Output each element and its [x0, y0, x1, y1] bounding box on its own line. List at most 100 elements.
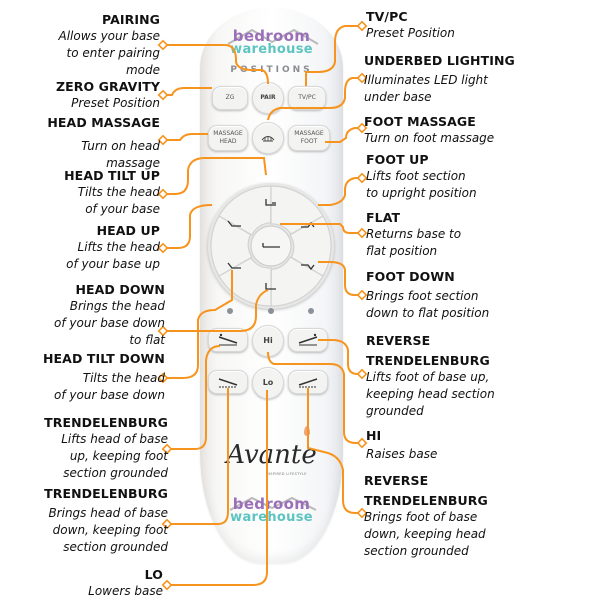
callout-desc: section grounded: [63, 540, 168, 554]
callout-desc: Returns base to: [366, 227, 462, 241]
brand-line-bedroom: bedroom: [232, 27, 311, 45]
callout-desc: of your base up: [66, 257, 160, 271]
leader-head-tilt-down: [163, 270, 233, 379]
callout-head-down: HEAD DOWN Brings the head of your base d…: [54, 281, 165, 349]
marker-zero-gravity: [157, 89, 169, 101]
callout-title: REVERSE: [364, 473, 429, 488]
callout-title: HEAD MASSAGE: [47, 115, 160, 130]
foot-down-icon: [301, 264, 315, 271]
leader-head-up: [163, 204, 213, 249]
leader-tvpc: [305, 25, 362, 86]
marker-foot-up: [356, 172, 368, 184]
brand-logo-top: bedroom warehouse: [200, 27, 343, 57]
callout-desc: Brings foot section: [366, 289, 479, 303]
callout-foot-up: FOOT UP Lifts foot section to upright po…: [366, 151, 477, 202]
callout-desc: down, keeping foot: [52, 523, 168, 537]
positions-label: POSITIONS: [230, 65, 313, 75]
marker-head-massage: [157, 134, 169, 146]
callout-desc: under base: [364, 90, 432, 104]
callout-desc: Allows your base: [58, 29, 160, 43]
callout-desc: down, keeping head: [364, 527, 486, 541]
leader-reverse-trendelenburg: [318, 339, 362, 375]
leader-underbed: [267, 77, 362, 121]
callout-head-tilt-up: HEAD TILT UP Tilts the head of your base: [64, 167, 160, 218]
remote-control: bedroom warehouse POSITIONS ZG PAIR TV/P…: [200, 8, 343, 563]
callout-title: TRENDELENBURG: [44, 415, 168, 430]
callout-desc: flat position: [366, 244, 438, 258]
callout-trendelenburg-down: TRENDELENBURG Brings head of base down, …: [44, 485, 168, 556]
callout-title: HEAD UP: [96, 223, 160, 238]
callout-title: REVERSE: [366, 333, 431, 348]
callout-desc: section grounded: [364, 544, 469, 558]
massage-head-button[interactable]: MASSAGE HEAD: [208, 125, 248, 151]
callout-desc: of your base down: [54, 388, 165, 402]
callout-title: FOOT MASSAGE: [364, 114, 476, 129]
position-dpad: [208, 183, 334, 309]
marker-pairing: [157, 39, 169, 51]
leader-zero-gravity: [163, 87, 212, 96]
callout-underbed-lighting: UNDERBED LIGHTING Illuminates LED light …: [364, 52, 515, 106]
callout-desc: of your base: [85, 202, 160, 216]
callout-trendelenburg: TRENDELENBURG Lifts head of base up, kee…: [44, 414, 168, 482]
marker-foot-massage: [356, 122, 368, 134]
callout-title: FOOT DOWN: [366, 269, 455, 284]
callout-desc: up, keeping foot: [69, 449, 168, 463]
callout-desc: Lifts foot of base up,: [366, 370, 490, 384]
marker-foot-down: [356, 289, 368, 301]
trendelenburg-icon: [218, 333, 238, 346]
callout-head-tilt-down: HEAD TILT DOWN Tilts the head of your ba…: [43, 350, 165, 404]
reverse-trendelenburg-down-icon: [298, 378, 318, 388]
marker-underbed: [356, 72, 368, 84]
callout-desc: Tilts the head: [82, 371, 165, 385]
callout-desc: Brings the head: [69, 299, 165, 313]
trendelenburg-down-icon: [218, 378, 238, 388]
marker-reverse-trendelenburg: [356, 368, 368, 380]
callout-desc: grounded: [366, 404, 424, 418]
flat-button[interactable]: [250, 225, 292, 267]
reverse-trendelenburg-icon: [298, 333, 318, 346]
callout-tvpc: TV/PC Preset Position: [366, 8, 455, 42]
marker-head-tilt-down: [157, 372, 169, 384]
callout-head-up: HEAD UP Lifts the head of your base up: [66, 222, 160, 273]
callout-desc: Lowers base: [88, 584, 163, 598]
callout-title: FOOT UP: [366, 152, 429, 167]
callout-reverse-trendelenburg: REVERSE TRENDELENBURG Lifts foot of base…: [366, 332, 495, 420]
zero-gravity-button[interactable]: ZG: [212, 86, 248, 110]
callout-reverse-trendelenburg-down: REVERSE TRENDELENBURG Brings foot of bas…: [364, 472, 488, 560]
marker-head-down: [157, 325, 169, 337]
dpad-segments: [208, 185, 332, 307]
callout-desc: Lifts head of base: [61, 432, 168, 446]
callout-desc: Brings foot of base: [364, 510, 478, 524]
callout-desc: Raises base: [366, 447, 438, 461]
pair-button[interactable]: PAIR: [252, 82, 284, 114]
underbed-light-button[interactable]: [252, 122, 284, 154]
brand-logo-bottom: bedroom warehouse: [200, 495, 343, 525]
callout-desc: to flat: [129, 333, 165, 347]
callout-title: HEAD TILT DOWN: [42, 351, 165, 366]
leader-hi: [267, 351, 362, 444]
reverse-trendelenburg-down-button[interactable]: [288, 370, 328, 394]
tv-pc-button[interactable]: TV/PC: [288, 86, 326, 110]
head-down-icon: [265, 283, 276, 290]
brand-line-bedroom: bedroom: [232, 495, 311, 513]
marker-trendelenburg: [161, 443, 173, 455]
marker-reverse-trendelenburg-down: [356, 507, 368, 519]
flat-icon: [262, 243, 280, 248]
callout-desc: Turn on foot massage: [364, 131, 495, 145]
marker-trendelenburg-down: [161, 518, 173, 530]
indicator-dot-1: [227, 308, 233, 314]
head-tilt-up-top-button[interactable]: [208, 207, 261, 277]
massage-foot-button[interactable]: MASSAGE FOOT: [288, 125, 330, 151]
callout-desc: keeping head section: [366, 387, 495, 401]
callout-desc: Lifts the head: [77, 240, 160, 254]
callout-title: HEAD DOWN: [75, 282, 165, 297]
callout-desc: Turn on head: [81, 139, 160, 153]
callout-desc: section grounded: [63, 466, 168, 480]
marker-hi: [356, 437, 368, 449]
callout-desc: to enter pairing: [66, 46, 160, 60]
brand-line-warehouse: warehouse: [230, 42, 313, 57]
callout-foot-down: FOOT DOWN Brings foot section down to fl…: [366, 268, 489, 322]
callout-title: TRENDELENBURG: [364, 493, 488, 508]
callout-desc: massage: [106, 156, 160, 170]
callout-desc: Lifts foot section: [366, 169, 466, 183]
